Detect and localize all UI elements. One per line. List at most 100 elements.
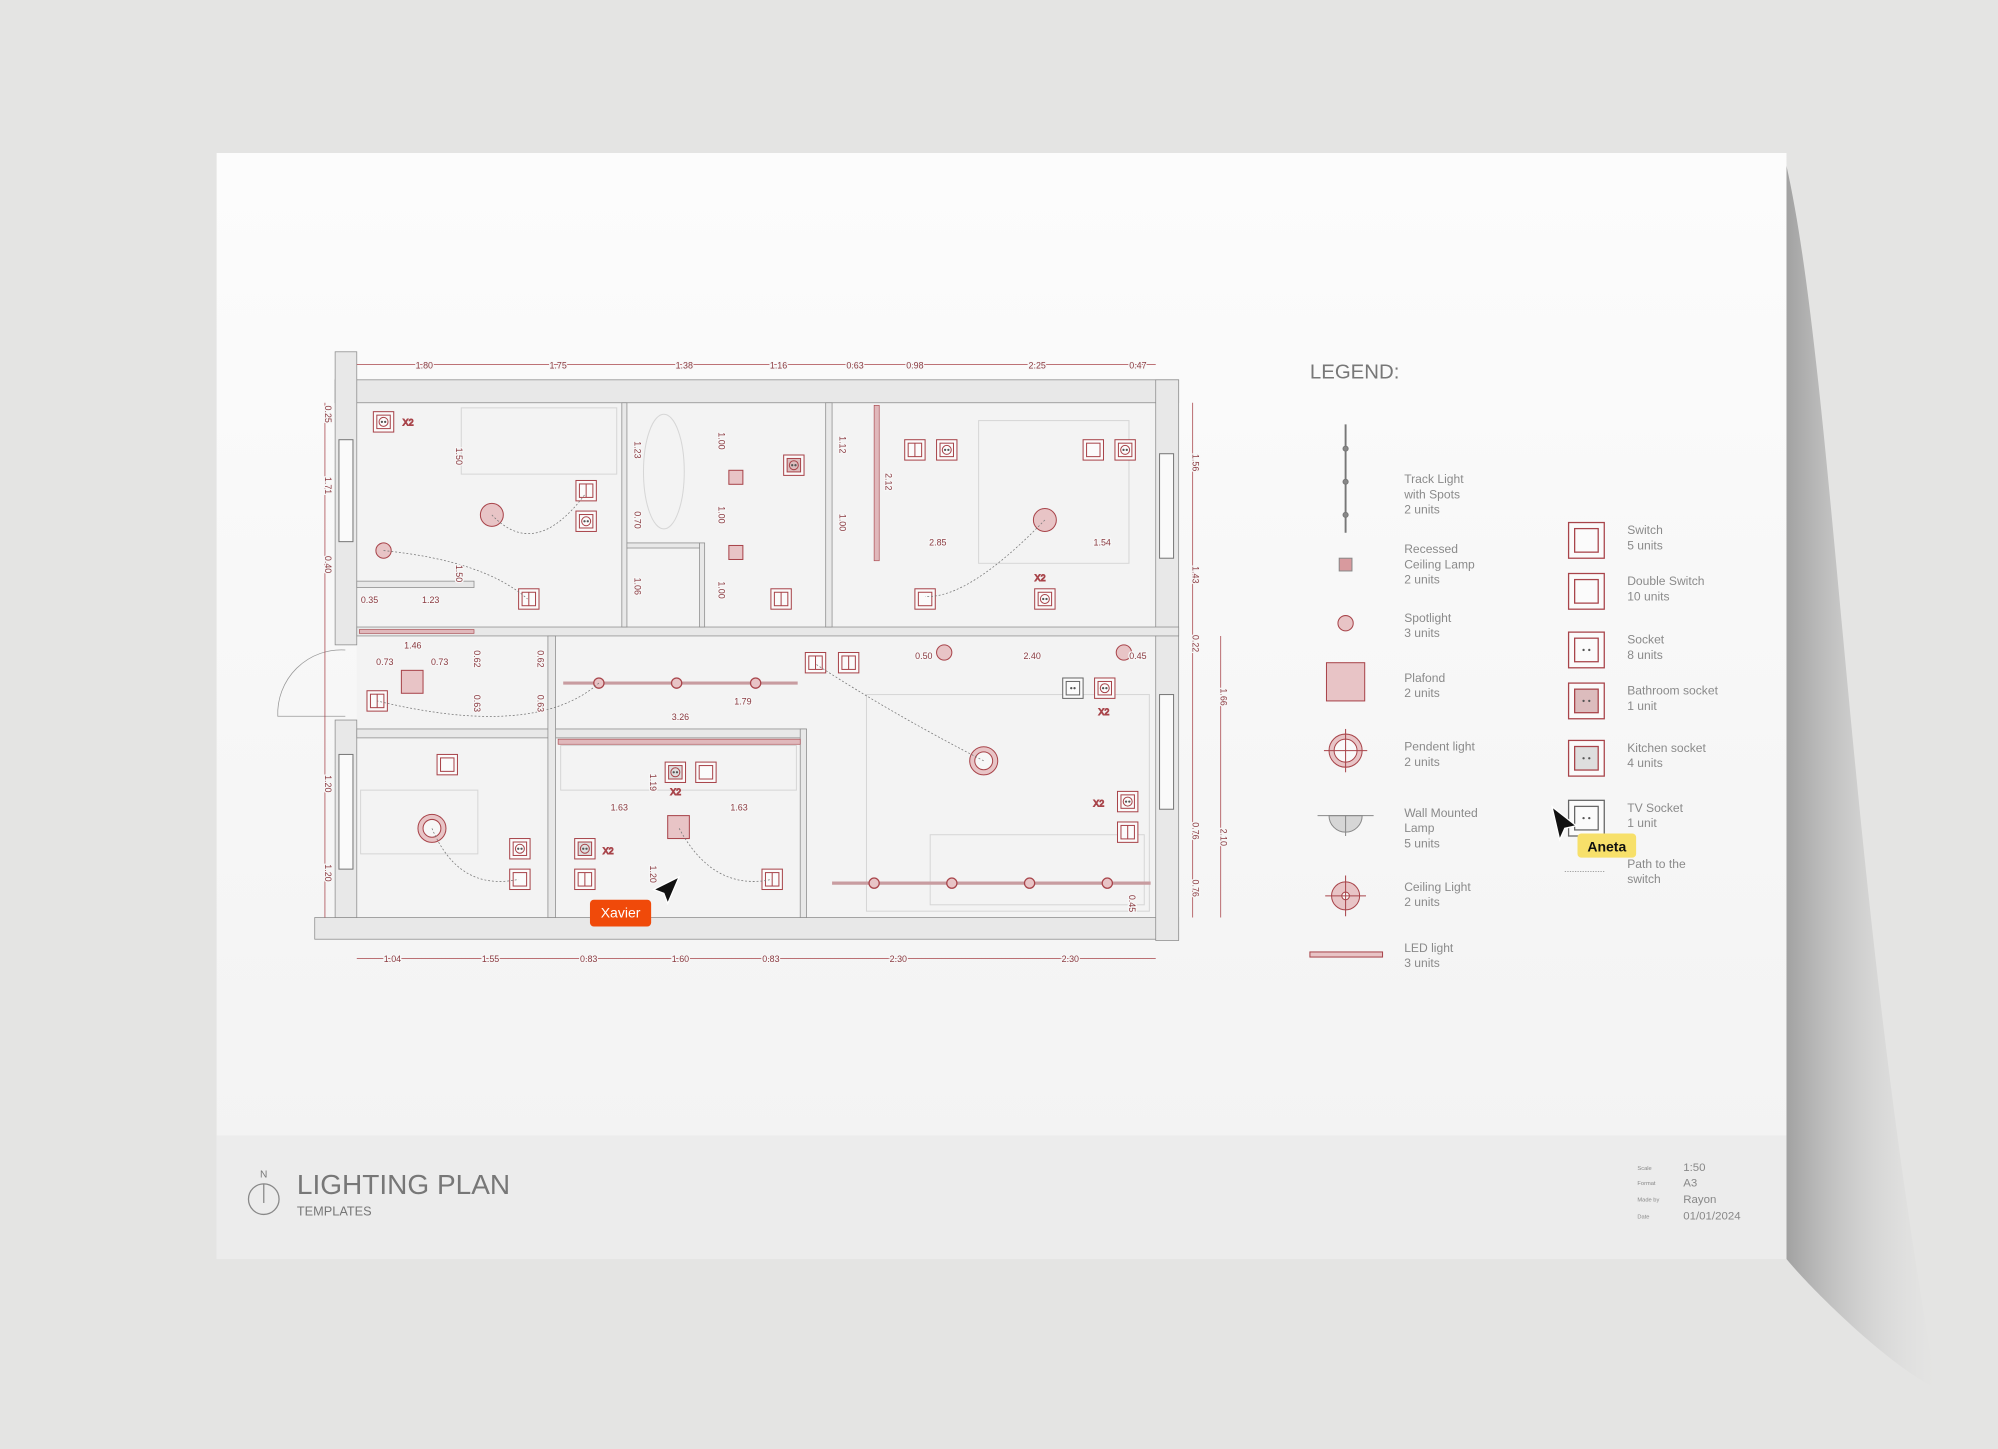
double-switch-icon [804, 651, 827, 674]
dimension-label: 1.50 [454, 565, 464, 582]
dimension-label: 0.63 [536, 695, 546, 712]
dimension-label: 1.38 [676, 360, 693, 370]
dimension-label: 0.63 [846, 360, 863, 370]
dimension-label: 0.70 [633, 511, 643, 528]
switch-icon [695, 761, 717, 783]
dimension-label: 0.45 [1127, 895, 1137, 912]
north-arrow-icon [247, 1183, 280, 1216]
ceiling-light-icon [1325, 875, 1366, 917]
socket-icon [1116, 790, 1139, 813]
meta-value: 01/01/2024 [1683, 1211, 1741, 1223]
meta-value: 1:50 [1683, 1162, 1705, 1174]
dimension-label: 1.79 [734, 697, 751, 707]
dimension-label: 0.40 [323, 556, 333, 573]
double-switch-icon [761, 868, 783, 891]
dimension-label: 2.30 [1062, 954, 1079, 964]
plan-title: LIGHTING PLAN [297, 1169, 510, 1200]
cursor-arrow-icon [1550, 805, 1578, 842]
dimension-label: 1.12 [838, 436, 848, 453]
double-switch-icon [904, 439, 926, 461]
spotlight-icon [1115, 644, 1133, 661]
dimension-label: 0.76 [1191, 822, 1201, 839]
dimension-label: 1.00 [717, 432, 727, 449]
wall-mounted-lamp-icon [1317, 815, 1374, 836]
dimension-label: 0.76 [1191, 880, 1201, 897]
meta-label: Date [1637, 1214, 1649, 1220]
dimension-label: 1.00 [717, 581, 727, 598]
dimension-label: 1.75 [549, 360, 566, 370]
dimension-label: 0.50 [915, 651, 932, 661]
dimension-label: 2.30 [890, 954, 907, 964]
dimension-label: 1.20 [323, 775, 333, 792]
cursor-name-xavier: Xavier [601, 905, 641, 921]
dimension-label: 0.83 [580, 954, 597, 964]
spotlight-icon [1337, 615, 1354, 632]
meta-label: Format [1637, 1181, 1656, 1187]
dimension-label: 1.43 [1191, 566, 1201, 583]
meta-label: Made by [1637, 1198, 1659, 1204]
dimension-label: 1.19 [648, 774, 658, 791]
plafond-icon [400, 669, 424, 694]
multiplier-label: X2 [1093, 799, 1104, 809]
dimension-label: 1.23 [422, 595, 439, 605]
dimension-label: 1.00 [717, 506, 727, 523]
double-switch-icon [1567, 572, 1605, 610]
double-switch-icon [574, 868, 596, 891]
title-block-band [216, 1135, 1787, 1260]
multiplier-label: X2 [603, 846, 614, 856]
socket-icon [1094, 677, 1116, 699]
dimension-label: 0.63 [472, 695, 482, 712]
dimension-label: 2.12 [884, 473, 894, 490]
dimension-label: 0.62 [472, 650, 482, 667]
tv-socket-icon [1062, 677, 1084, 699]
dimension-label: 0.73 [376, 657, 393, 667]
switch-paths [377, 494, 1046, 882]
dimension-label: 1.50 [454, 448, 464, 465]
dimension-label: 1.06 [633, 578, 643, 595]
multiplier-label: X2 [1098, 707, 1109, 717]
dimension-label: 1.23 [633, 441, 643, 458]
dimension-label: 2.40 [1023, 651, 1040, 661]
dimension-label: 1.56 [1191, 454, 1201, 471]
recessed-ceiling-lamp-icon [1338, 557, 1353, 572]
dimension-label: 1.46 [404, 641, 421, 651]
dimension-label: 1.60 [672, 954, 689, 964]
furniture [360, 407, 1150, 912]
track-lights [563, 677, 1151, 889]
dimension-label: 0.25 [323, 406, 333, 423]
windows [338, 439, 1175, 870]
dimension-label: 1.00 [838, 514, 848, 531]
dimension-label: 1.80 [416, 360, 433, 370]
cursor-arrow-icon [652, 875, 681, 906]
dimension-label: 0.47 [1129, 360, 1146, 370]
north-label: N [260, 1169, 267, 1180]
pendent-light-icon [1323, 728, 1368, 773]
entrance-door [277, 649, 346, 717]
socket-icon [575, 510, 597, 532]
plafond-icon [667, 815, 690, 840]
spotlight-icon [936, 644, 953, 661]
double-switch-icon [518, 588, 540, 610]
dimension-label: 3.26 [672, 712, 689, 722]
plafond-icon [1325, 662, 1366, 702]
dimension-label: 0.98 [906, 360, 923, 370]
switch-icon [436, 753, 458, 776]
cursor-name-aneta: Aneta [1587, 838, 1626, 854]
switch-icon [1567, 521, 1605, 559]
dimension-label: 0.83 [762, 954, 779, 964]
double-switch-icon [837, 651, 860, 674]
dimension-label: 1.04 [384, 954, 401, 964]
